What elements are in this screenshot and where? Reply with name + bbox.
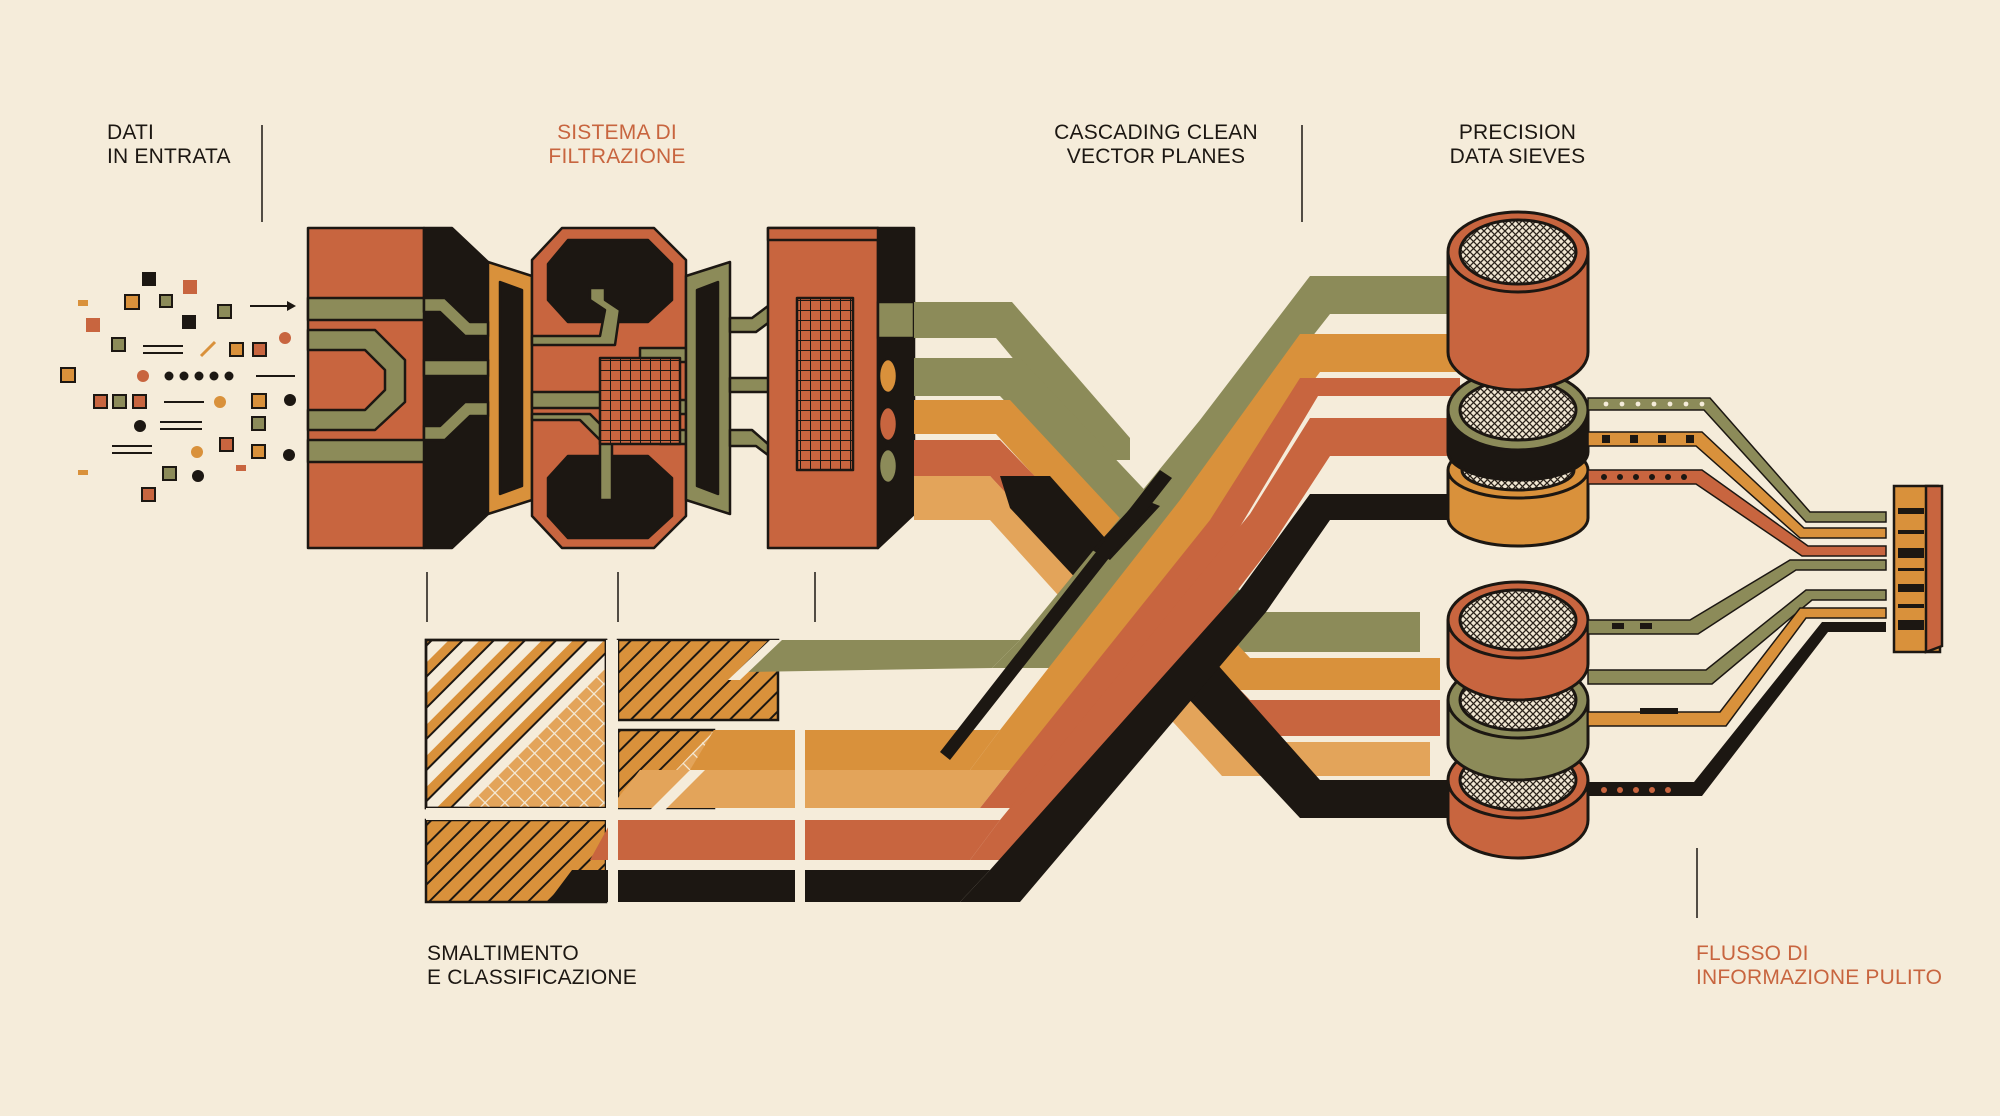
filtration-machine [306, 226, 916, 550]
label-disposal-line2: E CLASSIFICAZIONE [427, 966, 637, 989]
label-filtration-system-line2: FILTRAZIONE [548, 145, 686, 168]
label-filtration-system: SISTEMA DI FILTRAZIONE [538, 121, 696, 169]
arrow-right-icon [250, 301, 296, 311]
mesh-sieve-icon [1446, 210, 1590, 548]
label-clean-output: FLUSSO DI INFORMAZIONE PULITO [1696, 942, 1942, 990]
flow-bands [548, 276, 1460, 910]
label-incoming-data-line1: DATI [107, 121, 155, 144]
label-clean-output-line2: INFORMAZIONE PULITO [1696, 966, 1943, 989]
label-vector-planes-line1: CASCADING CLEAN [1054, 121, 1258, 144]
label-data-sieves-line1: PRECISION [1458, 121, 1577, 144]
label-data-sieves: PRECISION DATA SIEVES [1440, 121, 1595, 169]
label-disposal-line1: SMALTIMENTO [427, 942, 579, 965]
label-disposal: SMALTIMENTO E CLASSIFICAZIONE [427, 942, 637, 990]
label-clean-output-line1: FLUSSO DI [1696, 942, 1809, 965]
incoming-data-particles [60, 272, 296, 502]
mesh-sieve-icon [1446, 580, 1590, 860]
divider-lines [261, 125, 1698, 918]
label-vector-planes: CASCADING CLEAN VECTOR PLANES [1046, 121, 1266, 169]
label-vector-planes-line2: VECTOR PLANES [1066, 145, 1246, 168]
label-incoming-data-line2: IN ENTRATA [107, 145, 231, 168]
barcode-block-icon [1892, 484, 1944, 654]
clean-output-lines [1587, 397, 1887, 796]
label-filtration-system-line1: SISTEMA DI [557, 121, 677, 144]
label-data-sieves-line2: DATA SIEVES [1449, 145, 1586, 168]
label-incoming-data: DATI IN ENTRATA [107, 121, 231, 169]
